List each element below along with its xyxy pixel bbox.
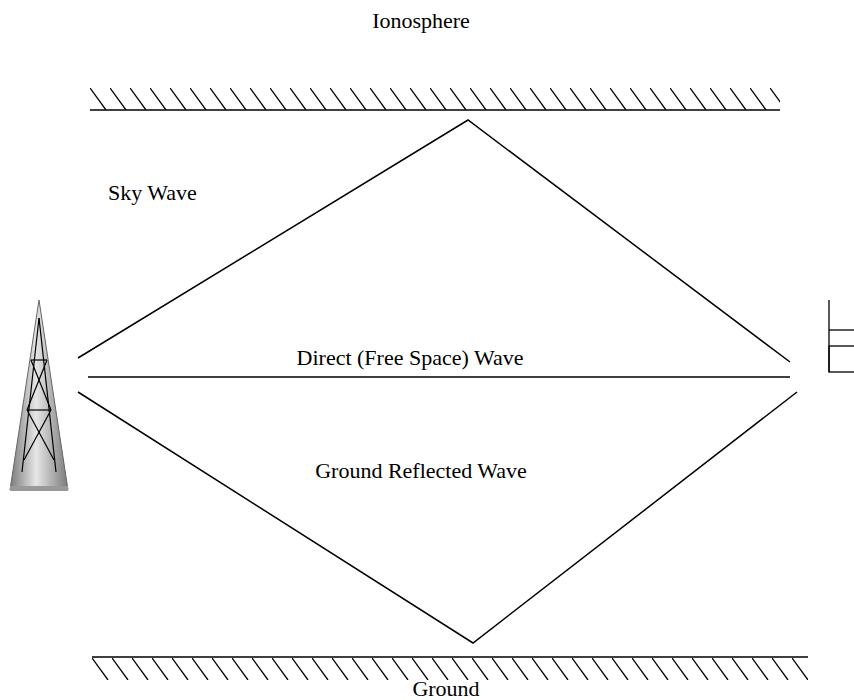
ground-reflected-path	[78, 392, 797, 643]
sky-wave-path	[78, 120, 790, 362]
wave-label: Sky Wave	[108, 180, 197, 205]
transmitter-tower	[10, 300, 68, 491]
region-label: Ground	[412, 676, 479, 700]
wave-label: Direct (Free Space) Wave	[297, 345, 524, 370]
receiver-antenna	[829, 300, 854, 372]
region-label: Ionosphere	[372, 8, 470, 33]
direct-wave-path	[88, 376, 790, 378]
wave-label: Ground Reflected Wave	[315, 458, 527, 483]
ionosphere-hatch	[90, 88, 780, 110]
ground-line	[92, 656, 808, 658]
ionosphere-line	[90, 109, 780, 111]
